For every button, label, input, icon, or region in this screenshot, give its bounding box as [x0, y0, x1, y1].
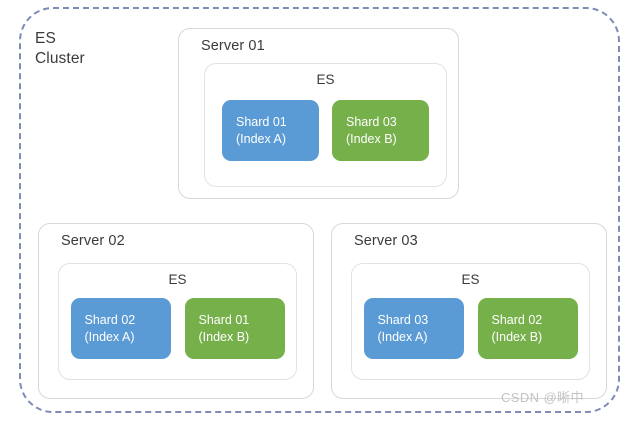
shard-row: Shard 02 (Index A) Shard 01 (Index B) — [59, 298, 296, 359]
shard-chip-index-b[interactable]: Shard 01 (Index B) — [184, 298, 285, 359]
csdn-watermark: CSDN @晰中 — [501, 390, 584, 405]
server-card-01[interactable]: Server 01 ES Shard 01 (Index A) Shard 03… — [178, 28, 459, 199]
shard-index: (Index B) — [346, 131, 397, 146]
server-title: Server 02 — [61, 233, 125, 249]
shard-name: Shard 01 — [198, 312, 250, 327]
shard-chip-index-a[interactable]: Shard 02 (Index A) — [70, 298, 171, 359]
shard-chip-index-a[interactable]: Shard 01 (Index A) — [222, 100, 319, 161]
es-node-label: ES — [461, 272, 480, 287]
shard-row: Shard 03 (Index A) Shard 02 (Index B) — [352, 298, 589, 359]
es-cluster-boundary — [19, 7, 620, 413]
shard-name: Shard 02 — [84, 312, 136, 327]
shard-index: (Index A) — [236, 131, 287, 146]
shard-chip-index-b[interactable]: Shard 03 (Index B) — [332, 100, 429, 161]
server-title: Server 03 — [354, 233, 418, 249]
shard-name: Shard 02 — [491, 312, 543, 327]
shard-index: (Index B) — [491, 329, 543, 344]
server-title: Server 01 — [201, 38, 265, 54]
es-node-label: ES — [316, 72, 335, 87]
server-card-02[interactable]: Server 02 ES Shard 02 (Index A) Shard 01… — [38, 223, 314, 399]
shard-row: Shard 01 (Index A) Shard 03 (Index B) — [205, 100, 446, 161]
shard-chip-index-b[interactable]: Shard 02 (Index B) — [477, 298, 578, 359]
shard-chip-index-a[interactable]: Shard 03 (Index A) — [363, 298, 464, 359]
shard-name: Shard 01 — [236, 114, 287, 129]
shard-name: Shard 03 — [346, 114, 397, 129]
server-card-03[interactable]: Server 03 ES Shard 03 (Index A) Shard 02… — [331, 223, 607, 399]
es-node-box: ES Shard 03 (Index A) Shard 02 (Index B) — [351, 263, 590, 380]
es-cluster-label: ES Cluster — [35, 30, 85, 67]
shard-name: Shard 03 — [377, 312, 429, 327]
shard-index: (Index A) — [84, 329, 135, 344]
es-node-box: ES Shard 01 (Index A) Shard 03 (Index B) — [204, 63, 447, 187]
es-node-box: ES Shard 02 (Index A) Shard 01 (Index B) — [58, 263, 297, 380]
shard-index: (Index A) — [377, 329, 428, 344]
es-node-label: ES — [168, 272, 187, 287]
shard-index: (Index B) — [198, 329, 250, 344]
